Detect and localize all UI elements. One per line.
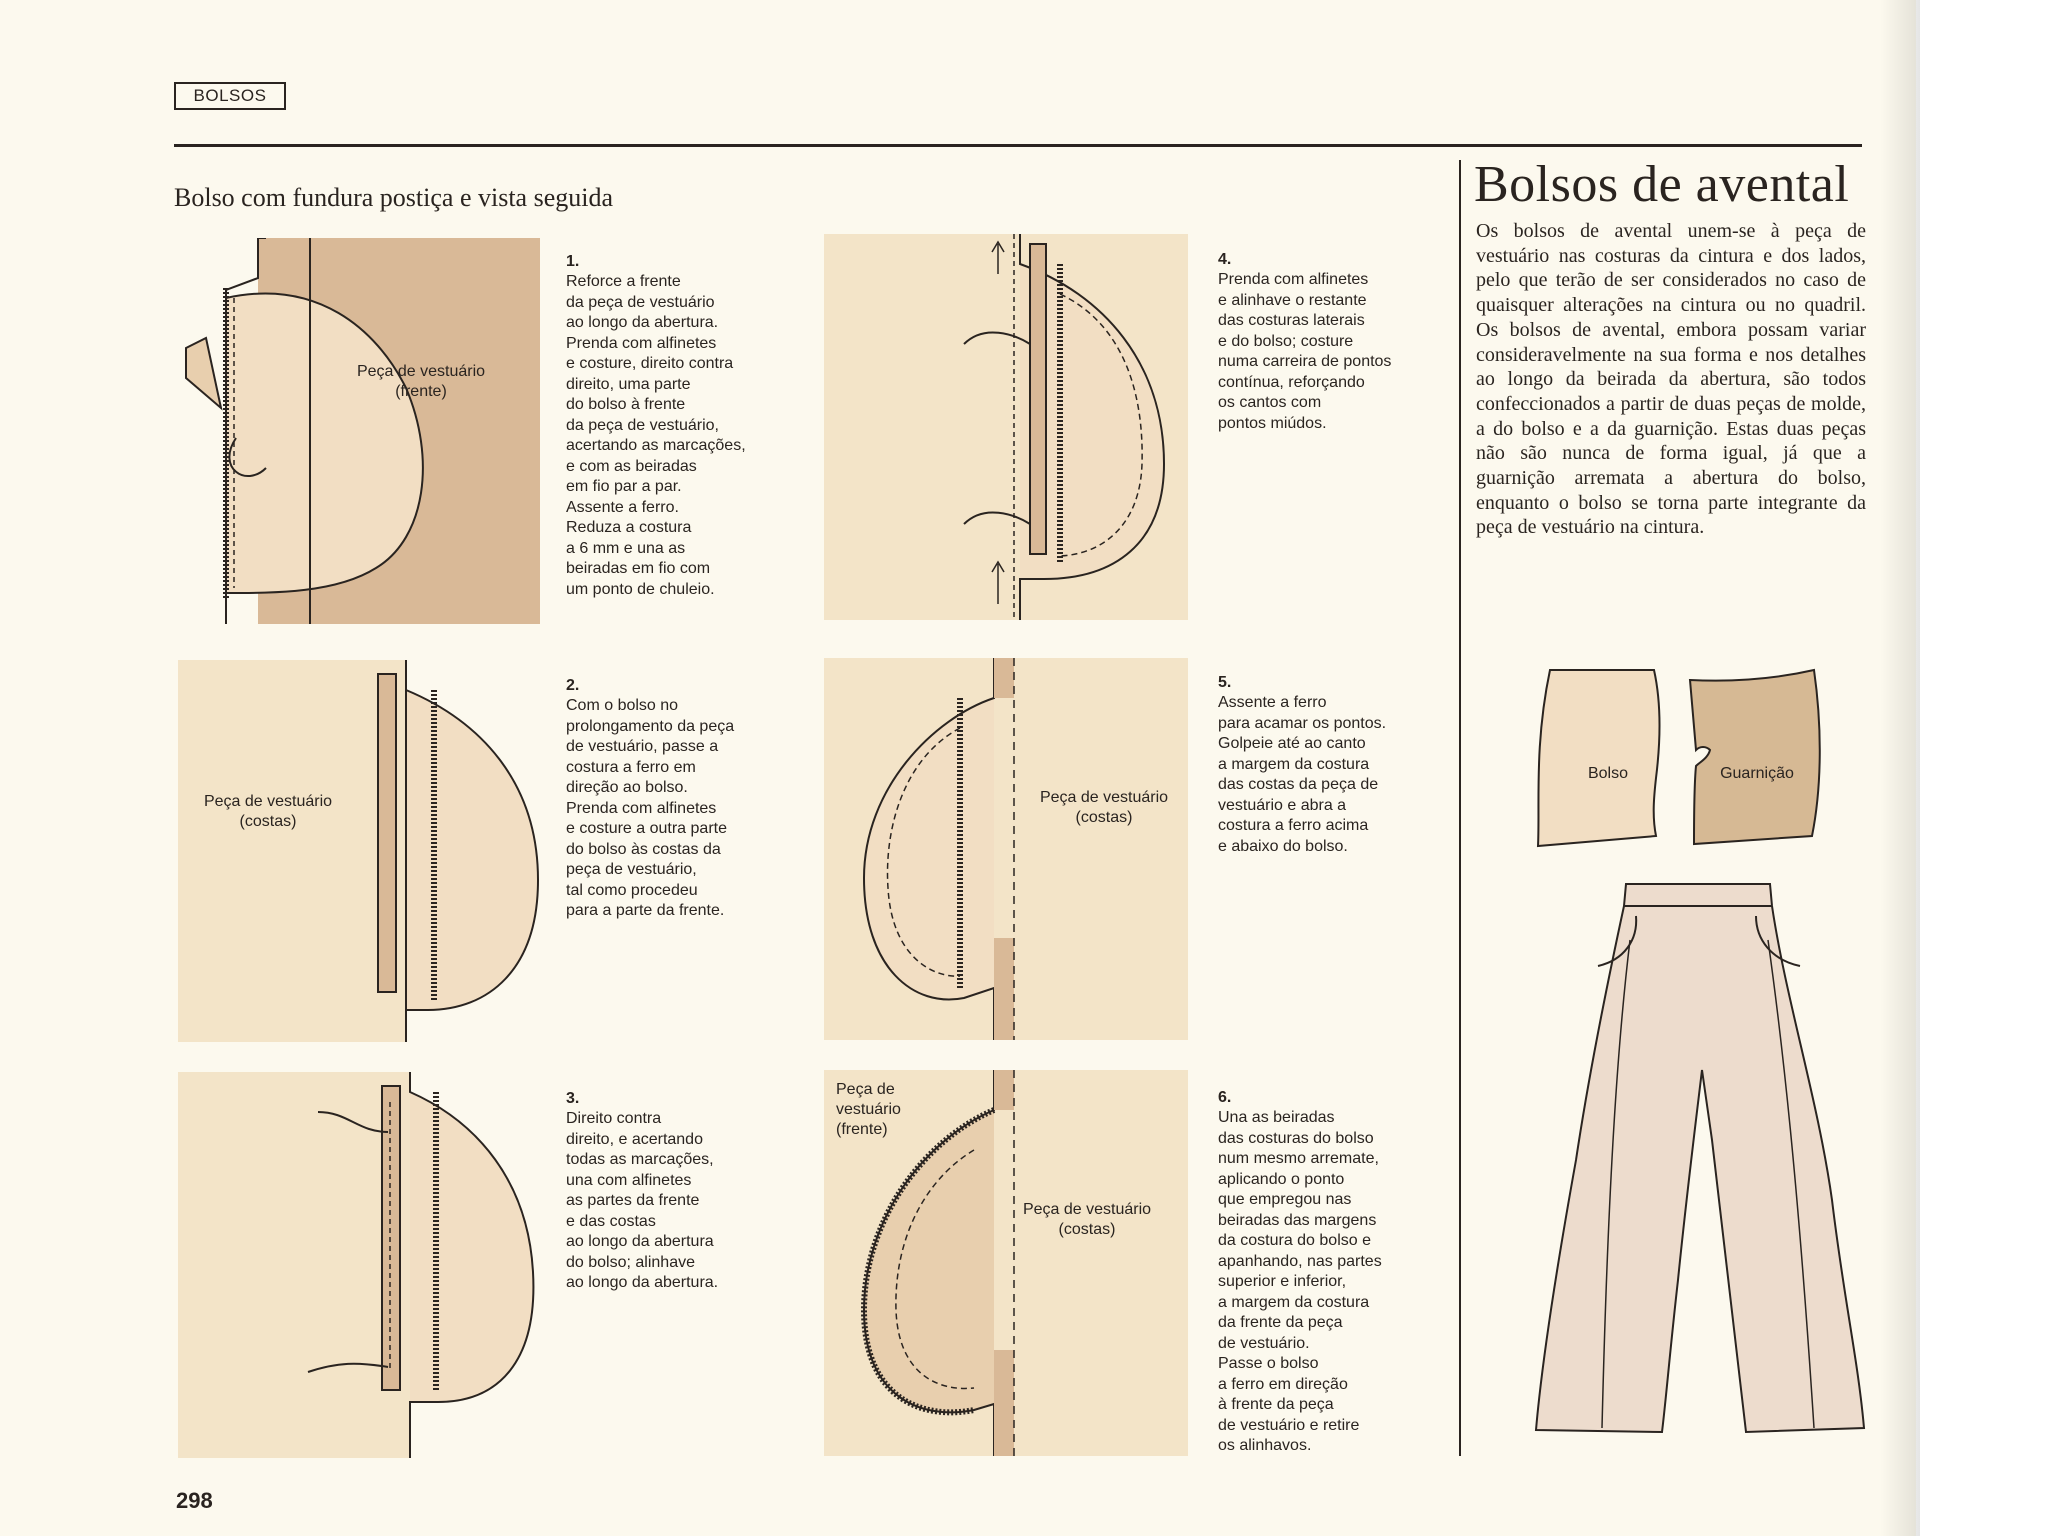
step-1-number: 1. <box>566 252 580 270</box>
figure-step-2: Peça de vestuário (costas) <box>178 660 542 1042</box>
step-6-number: 6. <box>1218 1088 1232 1106</box>
top-rule <box>174 144 1862 147</box>
step-5: 5. Assente a ferro para acamar os pontos… <box>1218 652 1458 857</box>
section-body-text: Os bolsos de avental unem-se à peça de v… <box>1476 220 1866 539</box>
figure-step-4 <box>824 234 1188 620</box>
page-number: 298 <box>176 1488 213 1513</box>
step-2-number: 2. <box>566 676 580 694</box>
figure-step-5: Peça de vestuário (costas) <box>824 658 1188 1040</box>
step-4: 4. Prenda com alfinetes e alinhave o res… <box>1218 229 1458 434</box>
step-6-text: Una as beiradas das costuras do bolso nu… <box>1218 1109 1382 1454</box>
page-heading: Bolso com fundura postiça e vista seguid… <box>174 183 614 212</box>
step-4-text: Prenda com alfinetes e alinhave o restan… <box>1218 271 1392 432</box>
book-spine-shadow <box>1880 0 1920 1536</box>
step-4-number: 4. <box>1218 250 1232 268</box>
step-2: 2. Com o bolso no prolongamento da peça … <box>566 655 806 922</box>
step-5-number: 5. <box>1218 673 1232 691</box>
figure-step-6: Peça de vestuário (frente) Peça de vestu… <box>824 1070 1188 1456</box>
pattern-bolso-label: Bolso <box>1587 765 1629 782</box>
figure-step-3 <box>178 1072 542 1458</box>
step-5-text: Assente a ferro para acamar os pontos. G… <box>1218 694 1387 855</box>
figure-step-1: Peça de vestuário (frente) <box>176 238 540 624</box>
trousers-illustration <box>1518 880 1882 1442</box>
step-1-text: Reforce a frente da peça de vestuário ao… <box>566 273 746 598</box>
step-2-text: Com o bolso no prolongamento da peça de … <box>566 697 735 919</box>
step-3-text: Direito contra direito, e acertando toda… <box>566 1110 719 1291</box>
step-3-number: 3. <box>566 1089 580 1107</box>
section-title: Bolsos de avental <box>1474 156 1850 213</box>
column-divider <box>1459 160 1461 1456</box>
fig5-label: Peça de vestuário (costas) <box>1039 789 1169 826</box>
fig2-label: Peça de vestuário (costas) <box>203 793 333 830</box>
step-3: 3. Direito contra direito, e acertando t… <box>566 1068 806 1294</box>
step-6: 6. Una as beiradas das costuras do bolso… <box>1218 1067 1458 1457</box>
fig6-back-label: Peça de vestuário (costas) <box>1022 1201 1152 1238</box>
pattern-pieces-illustration: Bolso Guarnição <box>1530 666 1830 850</box>
section-label: BOLSOS <box>174 82 286 110</box>
pattern-guarnicao-label: Guarnição <box>1720 765 1794 782</box>
fig6-front-label: Peça de vestuário (frente) <box>836 1081 901 1138</box>
fig1-label: Peça de vestuário (frente) <box>356 363 486 400</box>
step-1: 1. Reforce a frente da peça de vestuário… <box>566 231 806 600</box>
